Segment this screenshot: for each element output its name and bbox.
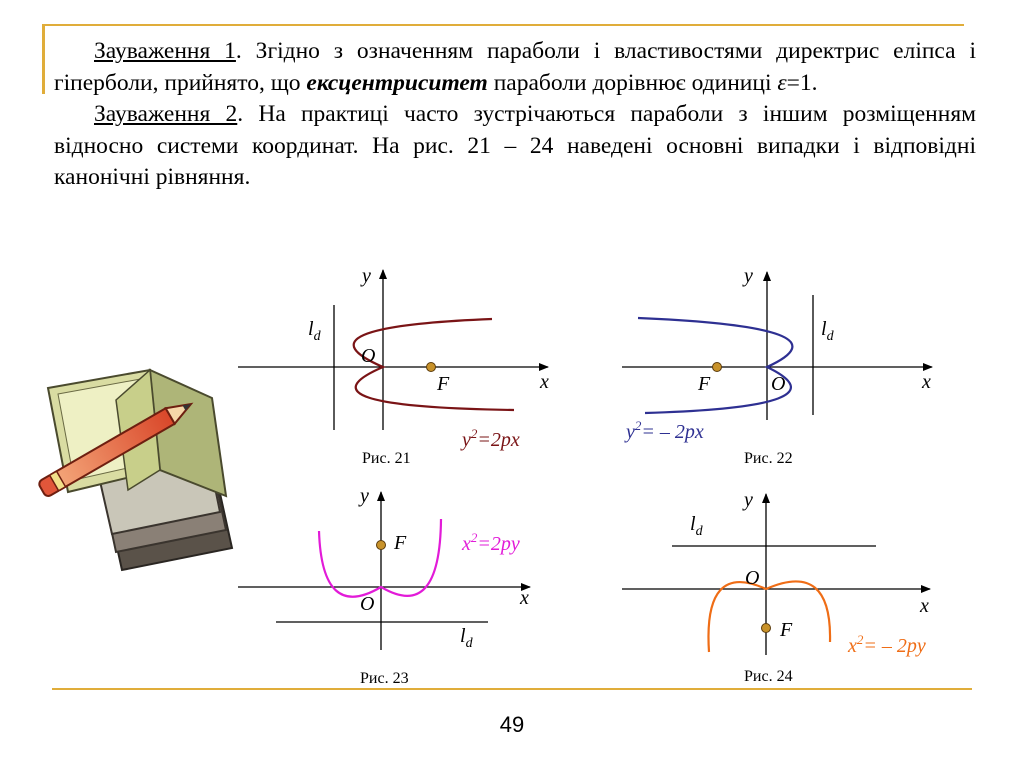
fig22-y-label: y [742,265,753,287]
fig24-origin-label: O [745,567,759,589]
fig21-focus-point [426,362,436,372]
fig22-origin-label: O [771,373,785,395]
remark-1-text-a: . Згідно з означенням параболи і властив… [54,38,976,96]
fig22-caption: Рис. 22 [744,450,793,467]
fig24-parabola [707,580,832,653]
fig23-focus-point [376,540,386,550]
fig23-parabola [317,518,443,598]
fig24-directrix-label: ld [690,513,704,539]
fig22-parabola [637,316,794,415]
frame-top-line [42,24,964,26]
remark-1-eq-symbol: ε [777,69,787,96]
frame-left-line [42,24,45,94]
remark-1-term: ексцентриситет [306,69,488,96]
remark-1-text-b: параболи дорівнює одиниці [487,69,778,96]
page-number: 49 [499,712,525,737]
fig22-equation: y2= – 2px [624,418,704,443]
fig24-y-label: y [742,489,753,511]
fig22-focus-label: F [697,373,711,395]
remark-2-title: Зауваження 2 [94,101,238,127]
fig21-caption: Рис. 21 [362,450,411,467]
fig24-focus-point [761,623,771,633]
fig23-focus-label: F [393,532,407,554]
fig21-x-label: x [539,371,549,393]
fig21-directrix-label: ld [308,318,322,344]
fig21-focus-label: F [436,373,450,395]
fig24-focus-label: F [779,619,793,641]
remark-1: Зауваження 1. Згідно з означенням парабо… [54,36,976,99]
fig22-x-label: x [921,371,931,393]
text-block: Зауваження 1. Згідно з означенням парабо… [54,36,976,194]
fig21-equation: y2=2px [460,426,520,451]
fig23-y-label: y [358,485,369,507]
figure-23: y x O F ld x2=2py Рис. 23 [238,485,531,687]
fig21-y-label: y [360,265,371,287]
fig24-caption: Рис. 24 [744,668,793,685]
figure-22: y x O F ld y2= – 2px Рис. 22 [622,265,933,467]
fig23-x-label: x [519,587,529,609]
frame-bottom-line [52,688,972,690]
remark-2: Зауваження 2. На практиці часто зустріча… [54,99,976,194]
fig23-directrix-label: ld [460,625,474,651]
fig22-directrix-label: ld [821,318,835,344]
remark-2-text: . На практиці часто зустрічаються парабо… [54,101,976,190]
figure-24: y x O F ld x2= – 2py Рис. 24 [622,489,931,685]
fig23-equation: x2=2py [461,530,520,555]
fig21-parabola [352,317,515,412]
fig22-focus-point [712,362,722,372]
fig23-origin-label: O [360,593,374,615]
remark-1-eq-value: =1. [786,69,818,96]
book-pencil-icon [38,368,234,572]
fig21-origin-label: O [361,345,375,367]
figure-21: y x O F ld y2=2px Рис. 21 [238,265,549,467]
fig24-x-label: x [919,595,929,617]
fig23-caption: Рис. 23 [360,670,409,687]
remark-1-title: Зауваження 1 [94,38,236,64]
fig24-equation: x2= – 2py [847,632,926,657]
